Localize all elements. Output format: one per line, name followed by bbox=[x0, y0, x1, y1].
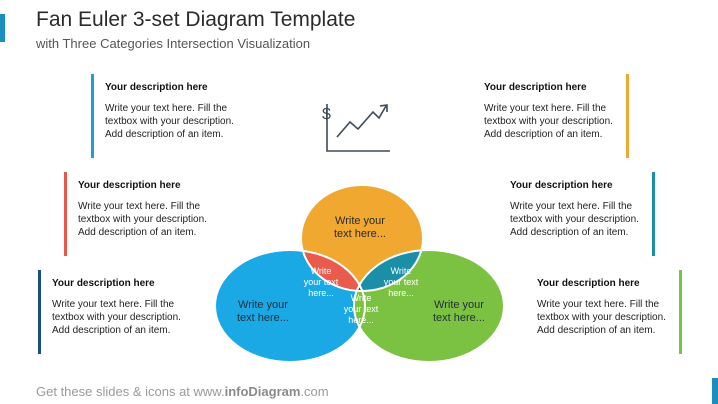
description-card-1: Your description here Write your text he… bbox=[91, 74, 275, 158]
top-left-label-line: Write bbox=[311, 266, 332, 276]
intersection-top-right bbox=[354, 250, 423, 291]
description-card-3: Your description here Write your text he… bbox=[38, 270, 222, 354]
page-title: Fan Euler 3-set Diagram Template bbox=[36, 8, 356, 31]
right-set-label-line: text here... bbox=[433, 312, 485, 324]
footer-prefix: Get these slides & icons at www. bbox=[36, 384, 225, 399]
card-line: Add description of an item. bbox=[510, 227, 629, 238]
card-line: Write your text here. Fill the bbox=[510, 201, 633, 212]
card-title: Your description here bbox=[105, 82, 208, 93]
center-label-line: your text bbox=[344, 304, 379, 314]
description-card-6: Your description here Write your text he… bbox=[537, 270, 682, 354]
description-card-2: Your description here Write your text he… bbox=[64, 172, 248, 256]
card-line: textbox with your description. bbox=[484, 116, 613, 127]
card-accent-bar bbox=[626, 74, 629, 158]
set-top-outline bbox=[300, 184, 424, 292]
card-accent-bar bbox=[38, 270, 41, 354]
description-card-5: Your description here Write your text he… bbox=[510, 172, 655, 256]
set-right-outline bbox=[353, 249, 505, 363]
top-right-label-line: here... bbox=[388, 288, 414, 298]
card-line: textbox with your description. bbox=[52, 312, 181, 323]
card-title: Your description here bbox=[510, 180, 613, 191]
top-set-label-line: text here... bbox=[334, 228, 386, 240]
card-line: Write your text here. Fill the bbox=[52, 299, 175, 310]
card-title: Your description here bbox=[484, 82, 587, 93]
top-left-label-line: here... bbox=[308, 288, 334, 298]
description-card-4: Your description here Write your text he… bbox=[484, 74, 629, 158]
card-line: Write your text here. Fill the bbox=[537, 299, 660, 310]
card-accent-bar bbox=[679, 270, 682, 354]
card-accent-bar bbox=[652, 172, 655, 256]
left-set-label-line: Write your bbox=[238, 299, 288, 311]
center-label-line: Write bbox=[351, 293, 372, 303]
card-line: Write your text here. Fill the bbox=[105, 103, 228, 114]
card-line: textbox with your description. bbox=[510, 214, 639, 225]
footer-brand[interactable]: infoDiagram bbox=[224, 384, 301, 399]
accent-tab bbox=[0, 14, 5, 42]
card-line: Add description of an item. bbox=[52, 325, 171, 336]
card-title: Your description here bbox=[52, 278, 155, 289]
left-set-label-line: text here... bbox=[237, 312, 289, 324]
arrow-head bbox=[379, 104, 388, 112]
footer-suffix: .com bbox=[300, 384, 329, 399]
card-line: Add description of an item. bbox=[484, 129, 603, 140]
card-line: Add description of an item. bbox=[105, 129, 224, 140]
dollar-sign: $ bbox=[322, 106, 331, 123]
corner-accent bbox=[712, 378, 718, 404]
card-line: Add description of an item. bbox=[78, 227, 197, 238]
top-set-label-line: Write your bbox=[335, 215, 385, 227]
growth-line bbox=[336, 105, 387, 138]
right-set-label-line: Write your bbox=[434, 299, 484, 311]
page-subtitle: with Three Categories Intersection Visua… bbox=[36, 36, 311, 51]
card-title: Your description here bbox=[537, 278, 640, 289]
center-label-line: here... bbox=[348, 315, 374, 325]
set-left-outline bbox=[214, 249, 366, 363]
top-right-label-line: your text bbox=[384, 277, 419, 287]
card-line: textbox with your description. bbox=[537, 312, 666, 323]
card-accent-bar bbox=[64, 172, 67, 256]
card-accent-bar bbox=[91, 74, 94, 158]
card-line: Write your text here. Fill the bbox=[78, 201, 201, 212]
intersection-top-left bbox=[301, 250, 365, 291]
chart-axis bbox=[326, 104, 390, 152]
card-line: Write your text here. Fill the bbox=[484, 103, 607, 114]
card-line: Add description of an item. bbox=[537, 325, 656, 336]
card-title: Your description here bbox=[78, 180, 181, 191]
footer-credit: Get these slides & icons at www.infoDiag… bbox=[36, 384, 329, 399]
top-right-label-line: Write bbox=[391, 266, 412, 276]
card-line: textbox with your description. bbox=[105, 116, 234, 127]
dollar-growth-chart-icon: $ bbox=[322, 104, 390, 152]
top-left-label-line: your text bbox=[304, 277, 339, 287]
card-line: textbox with your description. bbox=[78, 214, 207, 225]
